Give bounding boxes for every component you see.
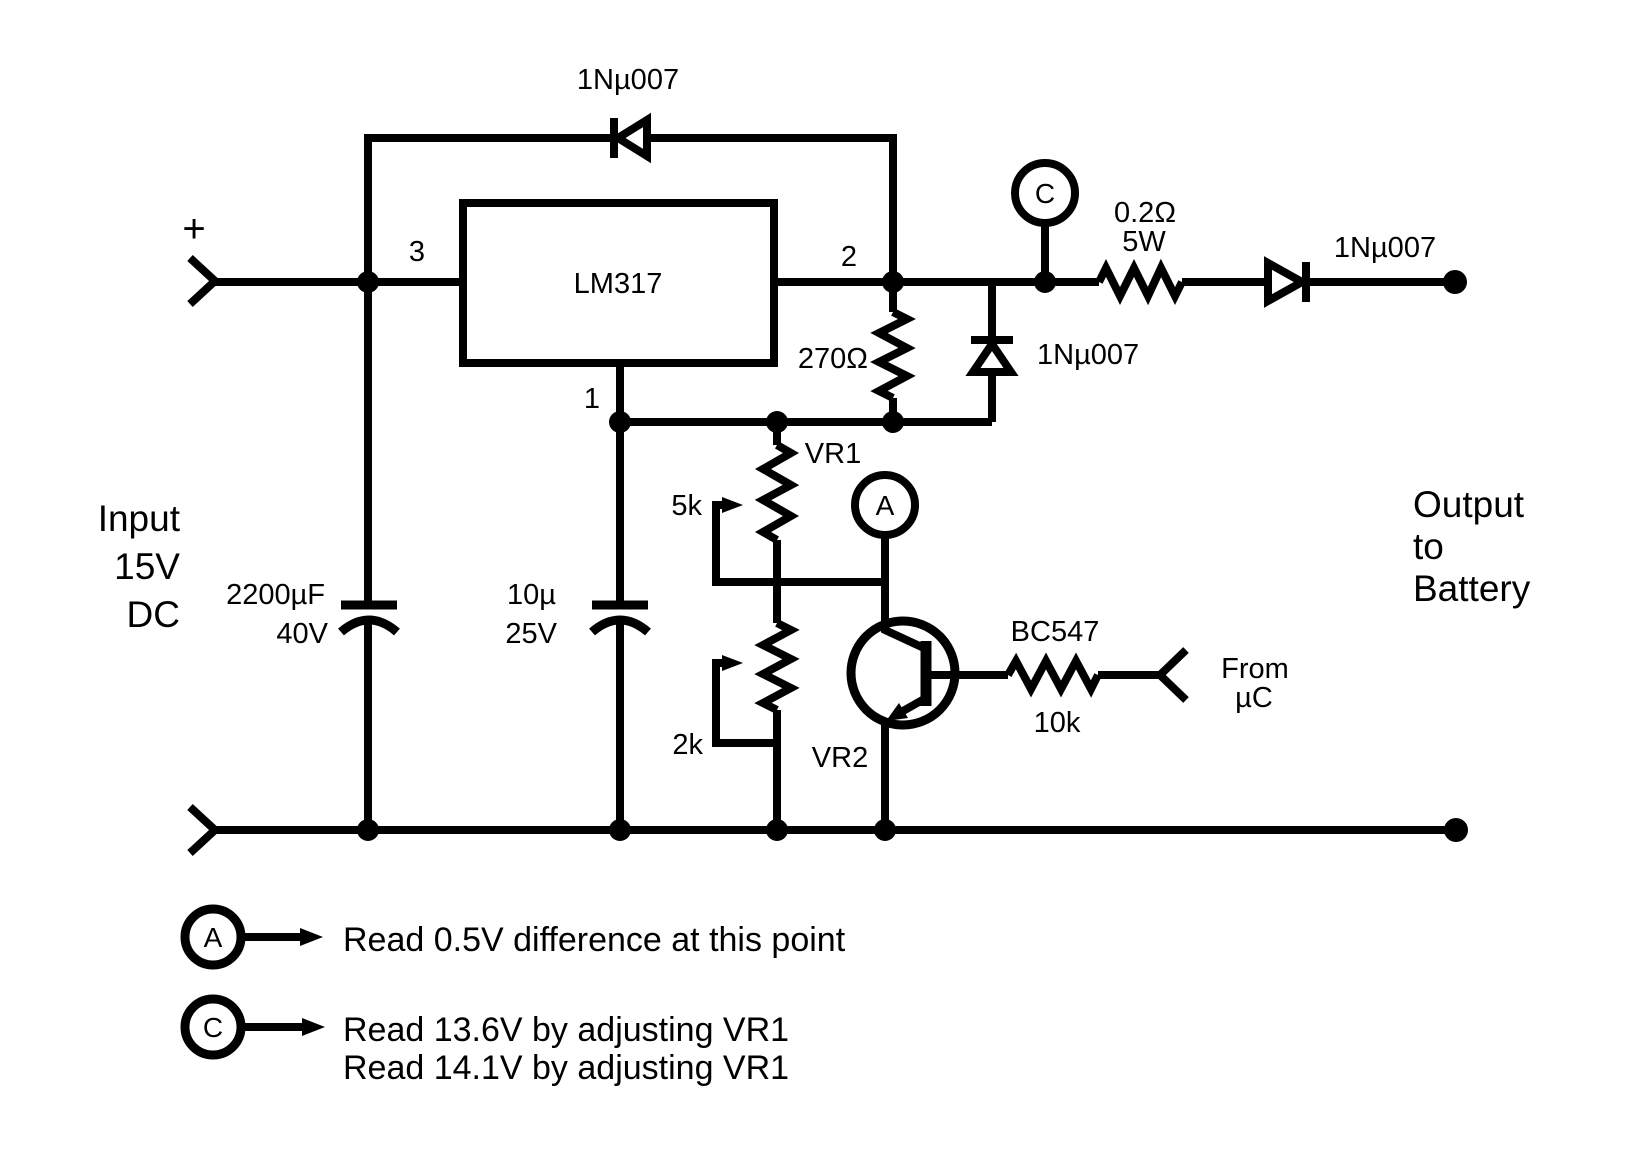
plus-sign-label: + [182,207,205,251]
vr2-name-label: VR2 [812,742,868,774]
diode-top [610,112,651,164]
resistor-10k-label: 10k [1034,707,1081,739]
legend-c-arrow-icon [302,1018,325,1036]
legend-c-text-line1: Read 13.6V by adjusting VR1 [343,1011,789,1049]
junction-dot [1034,271,1056,293]
transistor-label: BC547 [1011,616,1100,648]
diode-clamp-label: 1Nµ007 [1037,339,1139,371]
resistor-0r2-value-label: 0.2Ω [1114,197,1176,229]
from-uc-label-line1: From [1221,653,1289,685]
wires [215,134,1456,834]
transistor-emitter-arrow-icon [886,703,908,721]
legend-a-text: Read 0.5V difference at this point [343,921,846,959]
legend-c-circle [180,994,246,1060]
output-terminal-dot [1444,818,1468,842]
pin1-label: 1 [584,383,600,415]
vr1-value-label: 5k [671,490,702,522]
resistor-10k-symbol [1004,652,1102,698]
junction-dot [874,819,896,841]
junction-dots [357,270,1468,842]
input-label-line1: Input [98,498,181,539]
wiper-arrows [722,497,743,671]
vr1-resistor-symbol [754,441,800,544]
diode-clamp [965,336,1019,376]
resistor-0r2-power-label: 5W [1122,226,1166,258]
from-uc-label-line2: µC [1235,682,1273,714]
output-terminal-dot [1443,270,1467,294]
terminal-arrows [187,255,1189,856]
wire-vr2-wiper [712,659,777,747]
cap2-voltage-label: 25V [505,618,557,650]
vr1-name-label: VR1 [805,438,861,470]
cap2-value-label: 10µ [507,579,556,611]
probe-c-circle [1011,159,1079,227]
diode-clamp-triangle [965,336,1019,376]
input-label-line2: 15V [114,546,180,587]
legend-a-arrow-icon [300,928,323,946]
legend-a-row-symbol [180,904,323,970]
wire-probe-a-collector [881,535,928,653]
transistor-bc547-symbol [846,616,960,730]
vr2-wiper-arrow-icon [722,655,743,671]
probe-a-letter: A [876,490,895,521]
input-label-line3: DC [127,594,180,635]
capacitor-10uf [589,600,651,636]
output-label-line2: to [1413,526,1444,567]
input-negative-arrow-icon [187,804,221,856]
junction-dot [357,271,379,293]
junction-dot [609,411,631,433]
diode-output [1264,256,1311,308]
wire-vr1-wiper [712,501,885,586]
junction-dot [882,411,904,433]
input-positive-arrow-icon [187,255,221,307]
cap2-curved-plate [589,615,651,636]
cap1-value-label: 2200µF [226,579,325,611]
cap1-curved-plate [338,615,400,636]
junction-dot [609,819,631,841]
junction-dot [882,271,904,293]
pin2-label: 2 [841,241,857,273]
output-label-line1: Output [1413,484,1525,525]
resistors [754,258,1186,714]
diode-output-label: 1Nµ007 [1334,232,1436,264]
diode-top-label: 1Nµ007 [577,64,679,96]
resistor-0r2-symbol [1095,258,1186,306]
resistor-270-label: 270Ω [798,343,868,375]
probe-c-letter: C [1035,178,1055,209]
transistor-circle [846,616,960,730]
legend-c-row-symbol [180,994,325,1060]
junction-dot [357,819,379,841]
vr2-resistor-symbol [754,619,800,714]
legend-c-text-line2: Read 14.1V by adjusting VR1 [343,1049,789,1087]
junction-dot [766,819,788,841]
pin3-label: 3 [409,236,425,268]
output-label-line3: Battery [1413,568,1531,609]
from-uc-arrow-icon [1154,647,1189,703]
lm317-box [459,199,778,367]
vr1-wiper-arrow-icon [722,497,743,513]
legend-a-letter: A [204,922,223,953]
vr2-value-label: 2k [672,729,703,761]
junction-dot [766,411,788,433]
cap1-voltage-label: 40V [276,618,328,650]
capacitor-2200uf [338,600,400,636]
legend-c-letter: C [203,1012,223,1043]
resistor-270-symbol [870,308,916,402]
regulator-label: LM317 [574,268,663,300]
probe-a-circle [851,471,919,539]
diode-output-triangle [1264,256,1311,308]
diode-top-triangle [610,112,651,164]
